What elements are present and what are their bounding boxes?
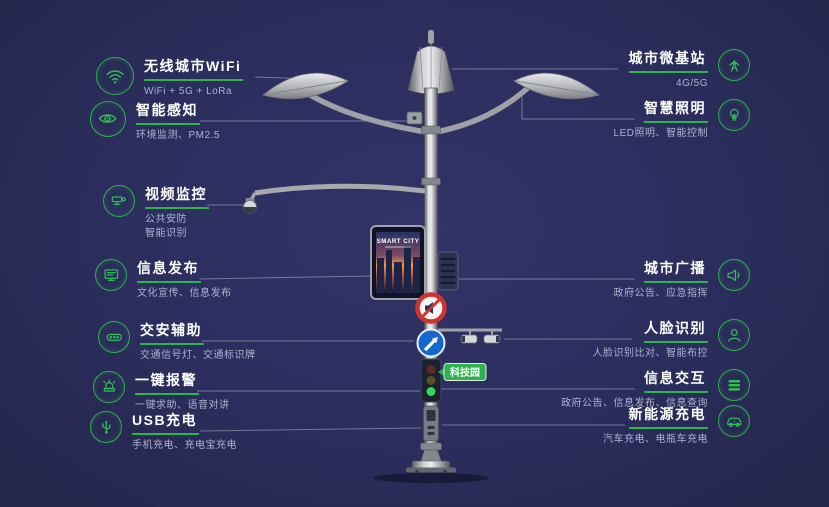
feature-title: USB充电 [132,410,200,435]
stacked-list-icon [718,369,750,401]
left-lamp-arm [262,72,427,135]
feature-info-publish: 信息发布 文化宣传、信息发布 [95,258,232,301]
environment-sensor [406,111,423,125]
feature-traffic-assist: 交安辅助 交通信号灯、交通标识牌 [98,320,256,363]
feature-subtitle: 手机充电、充电宝充电 [132,440,237,451]
screen-title: SMART CITY [377,238,420,245]
speaker-box [437,251,459,291]
led-display-screen: SMART CITY [370,225,426,300]
feature-title: 一键报警 [135,370,199,395]
right-lamp-arm [435,72,600,135]
feature-title: 新能源充电 [628,404,708,429]
cctv-camera-arm [243,183,426,214]
feature-title: 信息交互 [644,368,708,393]
feature-ev-charging: 新能源充电 汽车充电、电瓶车充电 [603,404,750,447]
feature-wifi: 无线城市WiFi WiFi + 5G + LoRa [96,56,244,99]
traffic-light-unit [420,358,442,403]
antenna-tower-icon [718,49,750,81]
usb-charging-panel [423,405,439,442]
tag-label: 科技园 [450,366,480,379]
feature-title: 无线城市WiFi [144,56,244,81]
usb-icon [90,411,122,443]
feature-title: 城市广播 [644,258,708,283]
sensor-eye-icon [90,101,126,137]
cctv-icon [103,185,135,217]
feature-title: 智慧照明 [644,98,708,123]
feature-subtitle: 文化宣传、信息发布 [137,288,232,299]
feature-title: 智能感知 [136,100,200,125]
traffic-signal-icon [98,321,130,353]
feature-city-broadcast: 城市广播 政府公告、应急指挥 [613,258,750,301]
wifi-icon [96,57,134,95]
tech-park-tag: 科技园 [438,363,487,381]
feature-subtitle: 汽车充电、电瓶车充电 [603,434,708,445]
feature-subtitle: 交通信号灯、交通标识牌 [140,350,256,361]
feature-usb-charging: USB充电 手机充电、充电宝充电 [90,410,237,453]
street-light-pole: SMART CITY [243,30,600,483]
feature-subtitle: 政府公告、应急指挥 [613,288,708,299]
feature-subtitle: LED照明、智能控制 [613,128,708,139]
direction-sign [416,328,446,358]
feature-subtitle: 智能识别 [145,228,187,239]
no-horn-sign [415,292,447,324]
feature-title: 城市微基站 [628,48,708,73]
electric-car-icon [718,405,750,437]
person-face-icon [718,319,750,351]
feature-video-surveillance: 视频监控 公共安防 智能识别 [103,184,209,241]
feature-subtitle: WiFi + 5G + LoRa [144,86,233,97]
feature-title: 信息发布 [137,258,201,283]
feature-smart-sensing: 智能感知 环境监测、PM2.5 [90,100,220,143]
loudspeaker-icon [718,259,750,291]
feature-micro-base-station: 城市微基站 4G/5G [628,48,750,91]
display-screen-icon [95,259,127,291]
feature-smart-lighting: 智慧照明 LED照明、智能控制 [614,98,750,141]
feature-subtitle: 环境监测、PM2.5 [136,130,220,141]
feature-subtitle: 4G/5G [676,78,708,89]
feature-one-key-alarm: 一键报警 一键求助、语音对讲 [93,370,230,413]
feature-face-recognition: 人脸识别 人脸识别比对、智能布控 [592,318,750,361]
lamp-crown [407,30,455,95]
feature-title: 视频监控 [145,184,209,209]
feature-info-interaction: 信息交互 政府公告、信息发布、信息查询 [561,368,750,411]
surveillance-cameras-icon [438,328,502,344]
pole-base [373,449,489,483]
feature-subtitle: 人脸识别比对、智能布控 [592,348,708,359]
alarm-siren-icon [93,371,125,403]
light-bulb-icon [718,99,750,131]
feature-subtitle: 政府公告、信息发布、信息查询 [561,398,708,409]
connector-lines [197,68,635,432]
feature-subtitle: 公共安防 [145,214,187,225]
feature-subtitle: 一键求助、语音对讲 [135,400,230,411]
feature-title: 交安辅助 [140,320,204,345]
feature-title: 人脸识别 [644,318,708,343]
